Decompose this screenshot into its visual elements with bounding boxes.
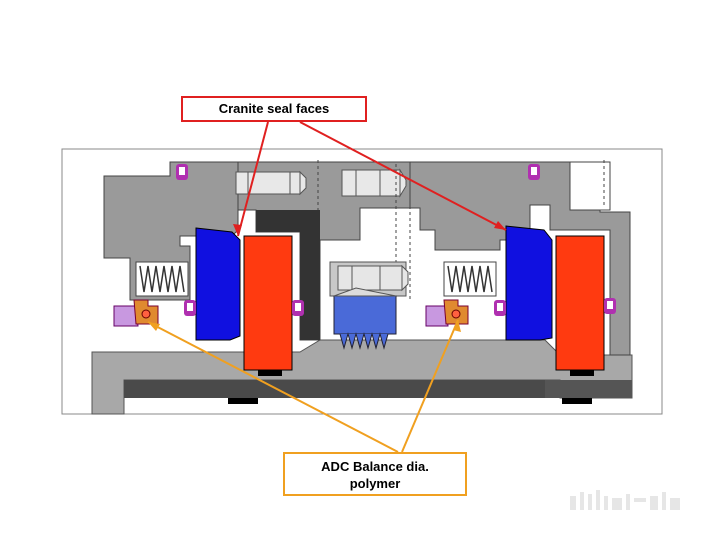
callout-cranite-seal-faces: Cranite seal faces: [181, 96, 367, 122]
leader-red-left: [237, 121, 269, 237]
balance-icon-right: [425, 299, 469, 327]
shaft-step: [545, 380, 632, 398]
arrow-orange-left: [148, 322, 160, 331]
seal-face-icon-right: [505, 225, 553, 341]
center-cavity-dark2: [300, 232, 320, 340]
spring-icon-left: [135, 261, 189, 297]
leader-orange-left: [147, 321, 399, 453]
oring-icon-6: [604, 298, 616, 314]
seat-left-foot: [258, 370, 282, 376]
leader-red-right: [299, 121, 507, 231]
spring-icon-right: [443, 261, 497, 297]
foot-left: [228, 398, 258, 404]
oring-icon-1: [176, 164, 188, 180]
bolt-icon-center: [341, 168, 407, 198]
arrow-orange-right: [453, 320, 461, 332]
callout-cranite-text: Cranite seal faces: [218, 101, 330, 116]
oring-icon-3: [184, 300, 196, 316]
bolt-icon-left: [235, 170, 307, 196]
arrow-red-right: [494, 221, 506, 230]
drive-collar: [329, 261, 409, 350]
seat-right-foot: [570, 370, 594, 376]
center-cavity-dark: [256, 210, 320, 232]
leader-orange-right: [401, 319, 459, 453]
oring-icon-5: [494, 300, 506, 316]
callout-adc-line2: polymer: [349, 476, 401, 491]
right-gland-top: [569, 161, 611, 211]
callout-adc-balance: ADC Balance dia. polymer: [283, 452, 467, 496]
shaft-shadow: [124, 380, 632, 398]
balance-icon-left: [113, 299, 159, 327]
seat-icon-right: [555, 235, 605, 371]
seat-icon-left: [243, 235, 293, 371]
foot-right: [562, 398, 592, 404]
watermark-logo: [570, 490, 680, 510]
callout-adc-line1: ADC Balance dia.: [321, 459, 429, 474]
oring-icon-2: [528, 164, 540, 180]
oring-icon-4: [292, 300, 304, 316]
arrow-red-left: [233, 224, 242, 236]
seal-face-icon-left: [195, 227, 241, 341]
